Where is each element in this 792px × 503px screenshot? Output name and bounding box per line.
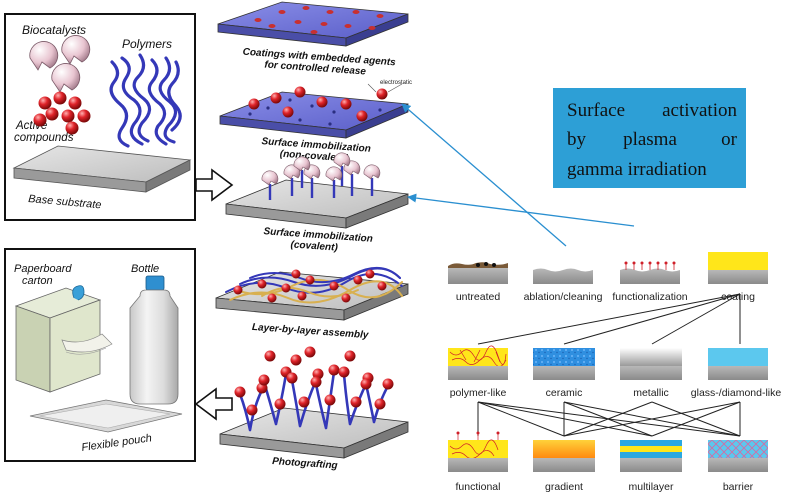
photografting-label: Photografting [272, 456, 338, 472]
covalent-label-line2: (covalent) [290, 239, 339, 253]
coatings-embedded-agents-slab [217, 1, 409, 47]
layer-by-layer-label: Layer-by-layer assembly [252, 322, 370, 341]
active-compound-spheres [33, 91, 91, 135]
callout-line1-b: activation [662, 100, 737, 121]
activation-arrows [401, 103, 635, 247]
bottle-label: Bottle [131, 263, 159, 275]
electrostatic-label: electrostatic [380, 80, 412, 86]
connector-lines [477, 293, 741, 437]
layer-by-layer-slab [215, 267, 409, 321]
surface-activation-callout: Surface activation by plasma or gamma ir… [553, 88, 746, 188]
callout-line1-a: Surface [567, 100, 625, 121]
paperboard-carton-label-line2: carton [22, 275, 53, 287]
multilayer-coating-icon [620, 440, 682, 472]
polymer-like-coating-icon [448, 345, 508, 380]
functional-coating-icon [448, 431, 508, 472]
metallic-coating-icon [620, 348, 682, 380]
ceramic-coating-icon [533, 348, 595, 380]
coating-surface-icon [708, 252, 768, 284]
embedded-agent-dots [254, 6, 384, 34]
polymer-strands [109, 53, 182, 148]
outline-arrows [194, 168, 234, 421]
biocatalysts-label: Biocatalysts [22, 23, 86, 37]
paperboard-carton-label-line1: Paperboard [14, 263, 72, 275]
adsorbed-spheres [248, 86, 388, 122]
right-arrow-icon [195, 168, 234, 202]
label-untreated: untreated [456, 291, 501, 303]
label-barrier: barrier [723, 481, 754, 493]
active-compounds-label-line2: compounds [14, 132, 74, 144]
label-coating: coating [721, 291, 755, 303]
functionalization-surface-icon [620, 261, 680, 284]
base-substrate-slab [12, 145, 192, 193]
components-panel: Biocatalysts Polymers Active compounds [4, 13, 196, 221]
barrier-coating-icon [708, 440, 768, 472]
label-metallic: metallic [633, 387, 669, 399]
gradient-coating-icon [533, 440, 595, 472]
photografting-slab [219, 346, 409, 459]
label-multilayer: multilayer [629, 481, 674, 493]
label-polymer-like: polymer-like [450, 387, 507, 399]
label-functional: functional [456, 481, 501, 493]
tethered-enzymes [261, 152, 381, 200]
glass-diamond-like-coating-icon [708, 348, 768, 380]
label-gradient: gradient [545, 481, 583, 493]
paperboard-carton [14, 285, 113, 393]
flexible-pouch [29, 399, 183, 433]
callout-line3: gamma irradiation [567, 159, 707, 180]
covalent-immobilization-slab [225, 152, 409, 229]
plastic-bottle [129, 275, 179, 405]
polymers-label: Polymers [122, 37, 172, 51]
untreated-surface-icon [448, 262, 508, 284]
callout-line2-c: or [721, 129, 738, 150]
noncovalent-immobilization-slab [219, 83, 409, 139]
left-arrow-icon [194, 387, 233, 421]
label-ceramic: ceramic [546, 387, 583, 399]
label-ablation-cleaning: ablation/cleaning [524, 291, 603, 303]
treatment-labels: untreated ablation/cleaning functionaliz… [450, 291, 782, 493]
packaging-panel: Paperboard carton Bottle Flexible pouch [4, 248, 196, 462]
biocatalyst-enzymes [29, 35, 91, 93]
callout-line2-b: plasma [623, 129, 677, 150]
callout-line2-a: by [567, 129, 587, 150]
label-functionalization: functionalization [612, 291, 687, 303]
label-glass-diamond-like: glass-/diamond-like [691, 387, 782, 399]
ablation-cleaning-surface-icon [533, 268, 593, 284]
